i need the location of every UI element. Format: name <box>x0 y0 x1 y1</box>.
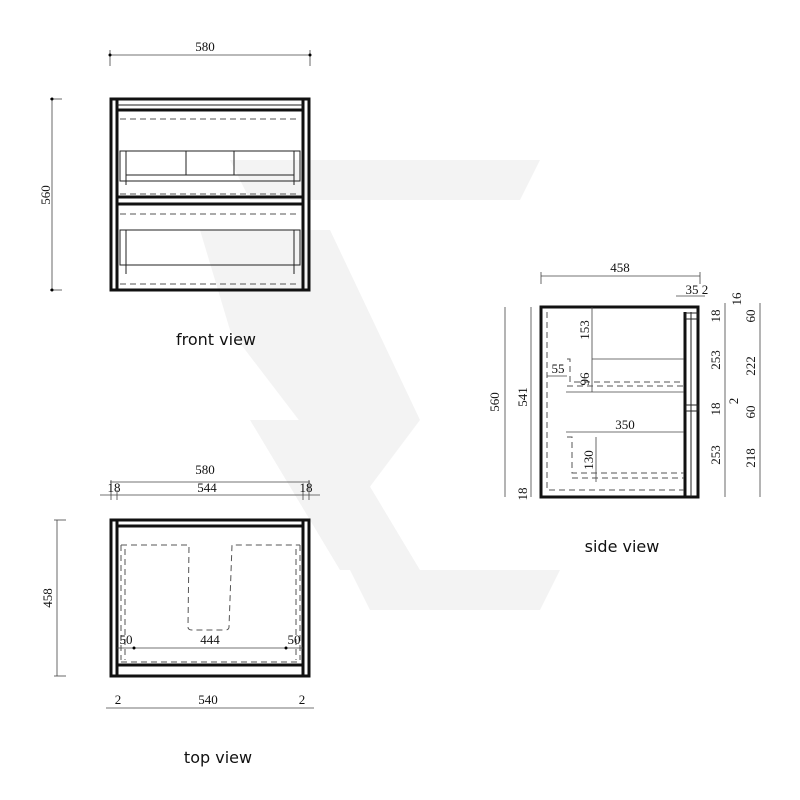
side-rail-mid-label: 18 <box>708 403 723 416</box>
top-right-offset-label: 50 <box>288 632 301 647</box>
top-left-offset-label: 50 <box>120 632 133 647</box>
side-top-gap-label: 16 <box>729 292 744 306</box>
top-bottom-width-label: 540 <box>198 692 218 707</box>
side-drawer1-label: 253 <box>708 350 723 370</box>
side-handle1-label: 60 <box>743 310 758 323</box>
watermark-logo <box>200 160 560 610</box>
side-between-label: 222 <box>743 356 758 376</box>
side-lower-drawer-height-label: 130 <box>581 450 596 470</box>
side-depth-label: 458 <box>610 260 630 275</box>
top-view-caption: top view <box>184 748 252 767</box>
side-body-height-label: 541 <box>515 387 530 407</box>
side-upper-drawer-height-label: 96 <box>577 372 592 386</box>
side-front-gap-label: 2 <box>702 282 709 297</box>
top-left-panel-label: 18 <box>108 480 121 495</box>
top-inner-width-label: 544 <box>197 480 217 495</box>
side-handle2-label: 60 <box>743 406 758 419</box>
top-view: 580 18 544 18 458 50 444 50 540 2 2 top … <box>40 462 320 767</box>
top-span-label: 444 <box>200 632 220 647</box>
side-view: 458 35 2 560 541 18 153 55 96 350 130 18… <box>487 260 761 556</box>
top-bottom-left-gap-label: 2 <box>115 692 122 707</box>
top-bottom-right-gap-label: 2 <box>299 692 306 707</box>
side-view-caption: side view <box>585 537 660 556</box>
side-drawer2-label: 253 <box>708 445 723 465</box>
side-lower-drawer-depth-label: 350 <box>615 417 635 432</box>
side-bottom-label: 218 <box>743 448 758 468</box>
side-base-label: 18 <box>515 488 530 501</box>
side-inner-offset-label: 55 <box>552 361 565 376</box>
top-depth-label: 458 <box>40 588 55 608</box>
side-total-height-label: 560 <box>487 392 502 412</box>
top-width-label: 580 <box>195 462 215 477</box>
side-mid-gap-label: 2 <box>726 398 741 405</box>
front-height-label: 560 <box>38 185 53 205</box>
side-rail-top-label: 18 <box>708 310 723 323</box>
side-front-offset-label: 35 <box>686 282 699 297</box>
top-right-panel-label: 18 <box>300 480 313 495</box>
side-upper-depth-label: 153 <box>577 320 592 340</box>
front-width-label: 580 <box>195 39 215 54</box>
front-view: 580 560 front view <box>38 39 312 349</box>
front-view-caption: front view <box>176 330 256 349</box>
